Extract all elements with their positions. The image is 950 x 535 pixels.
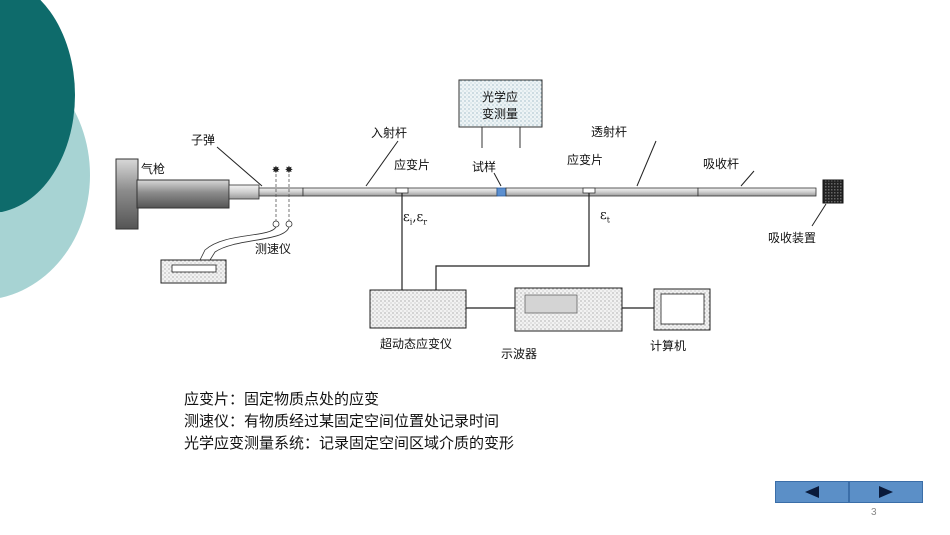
strain-gauge-transmission (582, 187, 596, 194)
svg-text:✸: ✸ (272, 165, 280, 176)
gas-gun-label: 气枪 (141, 162, 166, 176)
specimen (496, 187, 507, 197)
gas-gun (115, 158, 260, 230)
velocimeter-sensors: ✸ ✸ (199, 165, 293, 261)
transmission-bar (505, 187, 699, 197)
strain-gauge-2-label: 应变片 (567, 153, 604, 167)
strain-gauge-1-label: 应变片 (394, 158, 431, 172)
prev-slide-button[interactable] (775, 481, 849, 503)
bullet-label: 子弹 (191, 133, 216, 147)
epsilon-incident-reflected-label: εi,εr (403, 210, 428, 227)
oscilloscope-label: 示波器 (501, 347, 538, 361)
bullet (258, 187, 304, 197)
computer-screen (660, 293, 705, 325)
next-slide-button[interactable] (849, 481, 923, 503)
strain-meter-label: 超动态应变仪 (380, 337, 453, 351)
notes-block: 应变片：固定物质点处的应变 测速仪：有物质经过某固定空间位置处记录时间 光学应变… (184, 388, 514, 454)
note-strain-gauge: 应变片：固定物质点处的应变 (184, 390, 380, 408)
strain-meter-device (369, 289, 467, 329)
epsilon-transmitted-label: εt (600, 208, 610, 225)
dark-teal-arc (0, 0, 75, 213)
oscilloscope-screen (524, 294, 578, 314)
pointer-lines (216, 140, 827, 227)
absorption-bar-label: 吸收杆 (703, 157, 740, 171)
velocimeter-label: 测速仪 (255, 242, 292, 256)
svg-text:✸: ✸ (285, 165, 293, 176)
page-number: 3 (871, 507, 877, 518)
incident-bar-label: 入射杆 (371, 126, 408, 140)
note-optical-system: 光学应变测量系统：记录固定空间区域介质的变形 (184, 434, 515, 452)
strain-gauge-incident (395, 187, 409, 194)
velocimeter-display (171, 264, 217, 273)
signal-wires (401, 193, 654, 309)
transmission-bar-label: 透射杆 (591, 125, 628, 139)
absorption-device (822, 179, 844, 204)
optical-box-label-1: 光学应 (482, 90, 519, 104)
specimen-label: 试样 (472, 160, 497, 174)
note-velocimeter: 测速仪：有物质经过某固定空间位置处记录时间 (184, 412, 500, 430)
absorption-device-label: 吸收装置 (768, 231, 817, 245)
optical-strain-box (458, 79, 543, 128)
right-triangle-icon (879, 486, 893, 498)
computer-label: 计算机 (650, 339, 687, 353)
absorption-bar (697, 187, 817, 197)
optical-box-label-2: 变测量 (482, 107, 519, 121)
left-triangle-icon (805, 486, 819, 498)
